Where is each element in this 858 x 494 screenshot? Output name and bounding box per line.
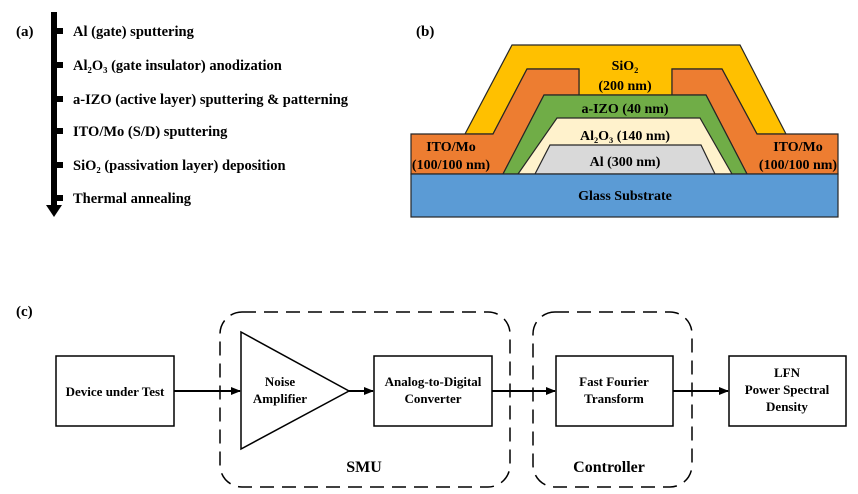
amplifier-triangle: [240, 330, 351, 451]
step-tick: [57, 128, 63, 134]
process-flow-arrow: [46, 12, 62, 217]
a-izo-label: a-IZO (40 nm): [581, 102, 668, 117]
panel-c-label: (c): [16, 304, 33, 320]
sio2-name: SiO₂: [612, 59, 639, 74]
controller-group-boundary: [532, 311, 693, 488]
process-step-4: ITO/Mo (S/D) sputtering: [73, 124, 228, 140]
glass-substrate-label: Glass Substrate: [578, 189, 672, 204]
process-step-2: Al₂O₃ (gate insulator) anodization: [73, 58, 282, 74]
adc-label-line2: Converter: [404, 391, 461, 406]
step-tick: [57, 62, 63, 68]
dut-label: Device under Test: [66, 384, 165, 399]
ito-right-name: ITO/Mo: [773, 140, 823, 155]
panel-a-label: (a): [16, 24, 34, 40]
step-tick: [57, 162, 63, 168]
psd-label-line2: Power Spectral: [745, 382, 830, 397]
psd-block: [728, 355, 847, 427]
process-step-3: a-IZO (active layer) sputtering & patter…: [73, 92, 349, 108]
panel-c: (c) Device under Test Noise Amplifier An…: [16, 304, 847, 488]
psd-label-line1: LFN: [774, 365, 801, 380]
process-arrow-shaft: [51, 12, 57, 207]
step-tick: [57, 96, 63, 102]
ito-left-thickness: (100/100 nm): [412, 158, 491, 173]
amplifier-label-line1: Noise: [265, 374, 296, 389]
sio2-thickness: (200 nm): [598, 79, 652, 94]
psd-label-line3: Density: [766, 399, 808, 414]
ito-right-thickness: (100/100 nm): [759, 158, 838, 173]
al2o3-label: Al₂O₃ (140 nm): [580, 129, 670, 144]
process-step-5: SiO₂ (passivation layer) deposition: [73, 158, 286, 174]
step-tick: [57, 195, 63, 201]
fft-label-line2: Transform: [584, 391, 644, 406]
adc-block: [373, 355, 493, 427]
controller-group-label: Controller: [573, 459, 645, 476]
fft-block: [555, 355, 674, 427]
ito-left-name: ITO/Mo: [426, 140, 476, 155]
dut-block: [55, 355, 175, 427]
layer-glass-substrate: [410, 173, 839, 218]
adc-label-line1: Analog-to-Digital: [385, 374, 482, 389]
smu-group-label: SMU: [346, 459, 382, 476]
al-gate-label: Al (300 nm): [590, 155, 661, 170]
step-tick: [57, 28, 63, 34]
smu-group-boundary: [219, 311, 511, 488]
panel-b: (b) SiO₂ (200 nm) ITO/Mo (100/100 nm) IT…: [410, 24, 839, 218]
arrow-down-icon: [46, 205, 62, 217]
amplifier-label-line2: Amplifier: [253, 391, 307, 406]
process-step-6: Thermal annealing: [73, 191, 192, 207]
fft-label-line1: Fast Fourier: [579, 374, 649, 389]
process-step-1: Al (gate) sputtering: [73, 24, 195, 40]
panel-b-label: (b): [416, 24, 434, 40]
